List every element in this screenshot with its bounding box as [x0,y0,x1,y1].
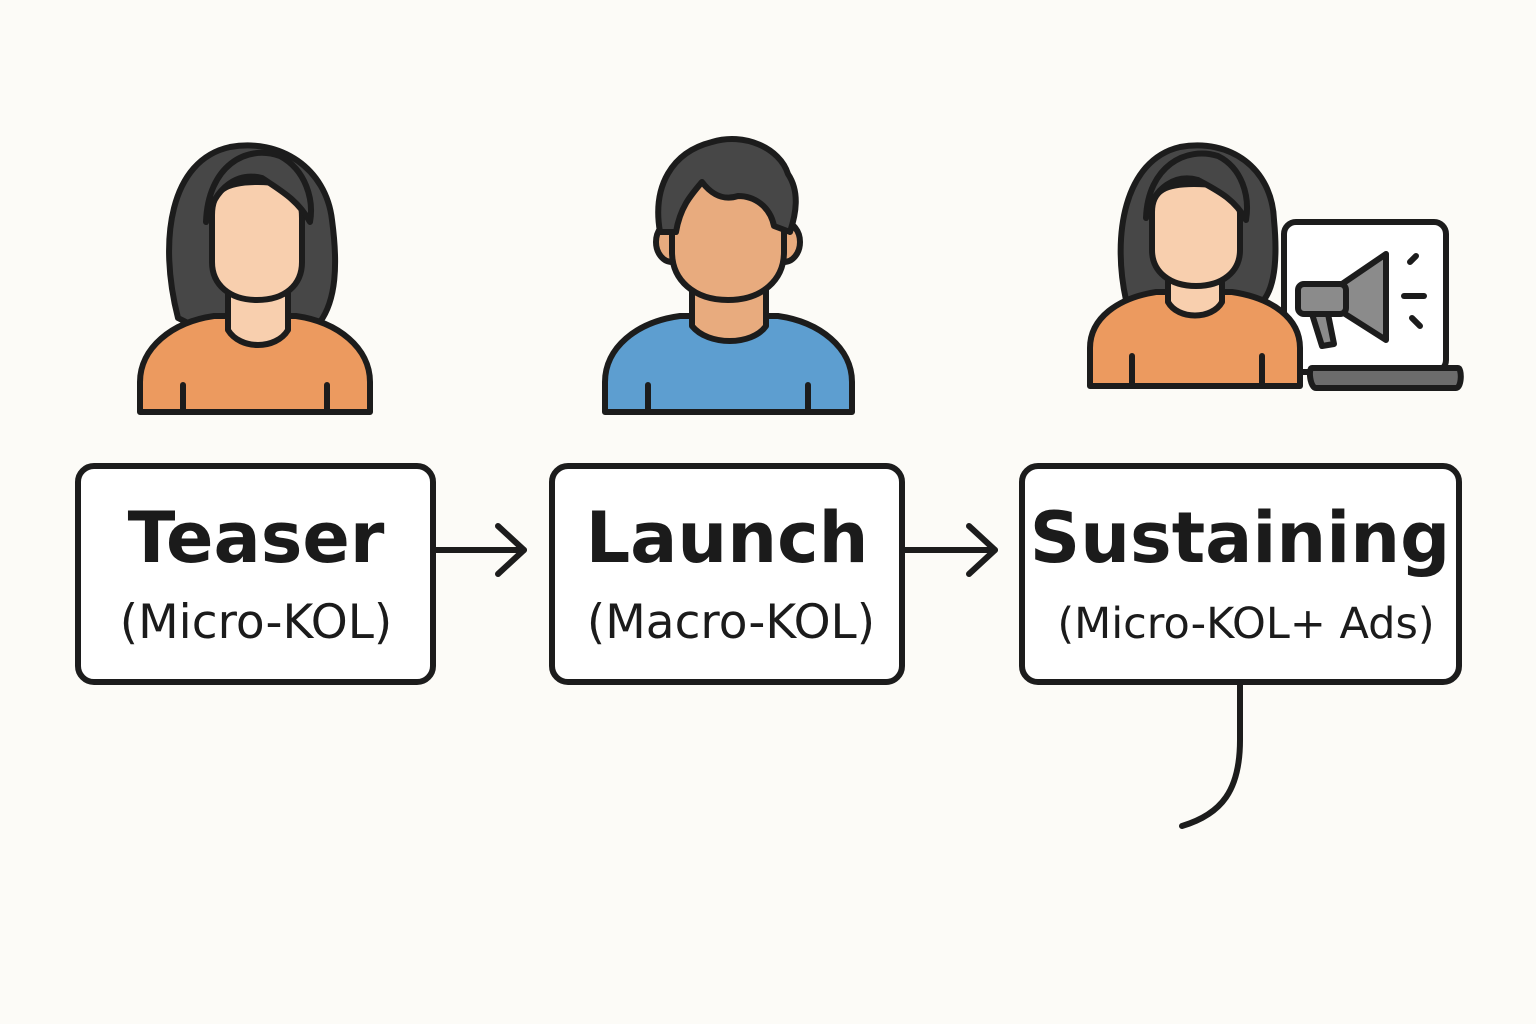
female-person-icon [137,142,373,415]
stage-box-launch: Launch (Macro-KOL) [549,463,905,685]
female-person-with-laptop-megaphone-icon [1087,142,1464,391]
megaphone-icon [1295,251,1427,349]
stage-subtitle: (Micro-KOL) [120,595,392,650]
stage-title: Sustaining [1030,497,1450,579]
stage-title: Teaser [128,497,385,579]
stage-box-sustaining: Sustaining (Micro-KOL+ Ads) [1019,463,1462,685]
arrow-right-icon [433,523,527,577]
stage-title: Launch [586,497,869,579]
stage-subtitle: (Macro-KOL) [587,595,875,650]
stage-subtitle: (Micro-KOL+ Ads) [1057,599,1434,649]
curved-tail-line [1179,681,1243,829]
male-person-icon [602,136,855,415]
arrow-right-icon [902,523,998,577]
stage-box-teaser: Teaser (Micro-KOL) [75,463,436,685]
